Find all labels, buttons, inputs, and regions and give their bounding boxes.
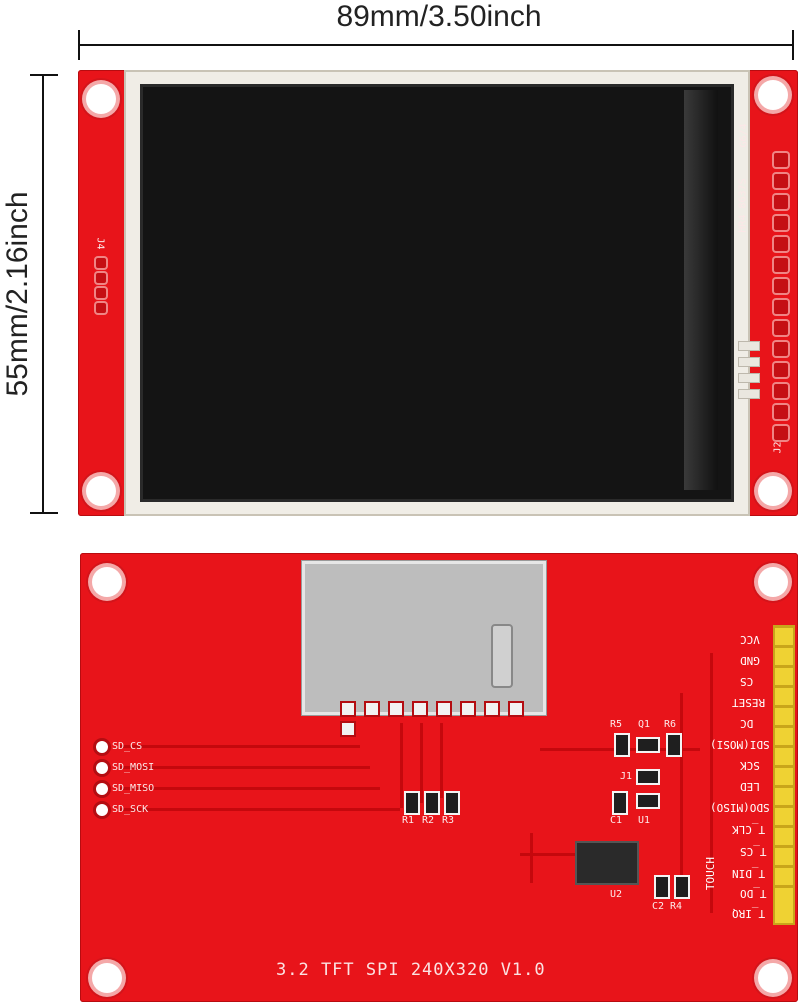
j4-header [92,255,110,335]
pin-label: T_DIN [732,867,766,880]
pin-label: T_DO [740,887,767,900]
mount-hole-icon [758,80,788,110]
component-label: R6 [664,719,677,730]
resistor-icon [424,791,440,815]
pin-label: GND [740,654,760,667]
width-dimension-cap-right [792,30,794,60]
pin-label: VCC [740,633,760,646]
component-label: J1 [620,771,633,782]
capacitor-icon [654,875,670,899]
pin-label: T_CS [740,845,767,858]
resistor-icon [404,791,420,815]
front-board: J4 G6/4 HR4 8637S J2 [78,70,798,516]
component-label: Q1 [638,719,651,730]
component-label: C2 [652,901,665,912]
component-label: R2 [422,815,435,826]
sd-pad-icon [96,741,108,753]
mount-hole-icon [92,567,122,597]
lcd-screen [140,84,734,502]
component-label: U1 [638,815,651,826]
silk-j4: J4 [94,237,106,250]
resistor-icon [444,791,460,815]
pin-label: RESET [732,696,766,709]
transistor-icon [636,737,660,753]
pin-label: T_CLK [732,823,766,836]
pin-label: LED [740,780,760,793]
header-pin-icon [96,288,106,298]
sd-pad-icon [96,762,108,774]
sd-card-slot [302,561,546,715]
component-label: C1 [610,815,623,826]
j2-header [768,150,794,440]
pin-label: SCK [740,759,760,772]
board-label: 3.2 TFT SPI 240X320 V1.0 [276,960,546,980]
mount-hole-icon [758,476,788,506]
mount-hole-icon [758,567,788,597]
component-label: R1 [402,815,415,826]
height-dimension-line [42,74,44,514]
fpc-connector [738,335,762,425]
sd-pad-label: SD_SCK [112,804,149,815]
pin-label: T_IRQ [732,907,766,920]
silk-j2: J2 [772,441,784,454]
touch-label: TOUCH [704,856,718,891]
capacitor-icon [612,791,628,815]
resistor-icon [674,875,690,899]
mount-hole-icon [758,963,788,993]
component-label: R4 [670,901,683,912]
sd-pad-icon [96,804,108,816]
lcd-edge [684,90,718,490]
height-dimension-cap-bottom [30,512,58,514]
sd-pad-label: SD_MOSI [112,762,155,773]
width-dimension: 89mm/3.50inch [78,0,800,60]
height-dimension-cap-top [30,74,58,76]
touch-controller-chip [575,841,639,885]
mount-hole-icon [92,963,122,993]
silk-g64: G6/4 [738,123,750,148]
pin-header-gold [773,625,795,925]
chip-icon [636,793,660,809]
mount-hole-icon [86,84,116,114]
sd-latch-icon [491,624,513,688]
sd-pad-label: SD_MISO [112,783,155,794]
pin-label: CS [740,675,754,688]
resistor-icon [666,733,682,757]
height-label: 55mm/2.16inch [1,191,34,397]
component-label: R5 [610,719,623,730]
width-dimension-cap-left [78,30,80,60]
mount-hole-icon [86,476,116,506]
component-label: R3 [442,815,455,826]
header-pin-icon [96,303,106,313]
pin-label: SDI(MOSI) [710,738,770,751]
pin-label: DC [740,717,754,730]
silk-hr4: HR4 8637S [737,178,749,233]
height-dimension: 55mm/2.16inch [0,72,70,516]
header-pin-icon [96,258,106,268]
sd-pad-label: SD_CS [112,741,143,752]
component-label: U2 [610,889,623,900]
width-label: 89mm/3.50inch [336,0,542,33]
sd-slot-pins [340,701,550,737]
back-board: SD_CS SD_MOSI SD_MISO SD_SCK R1 R2 R3 R5… [80,553,798,1002]
resistor-icon [614,733,630,757]
header-pin-icon [96,273,106,283]
sd-pad-icon [96,783,108,795]
width-dimension-line [78,44,794,46]
pin-label: SDO(MISO) [710,801,770,814]
jumper-icon [636,769,660,785]
